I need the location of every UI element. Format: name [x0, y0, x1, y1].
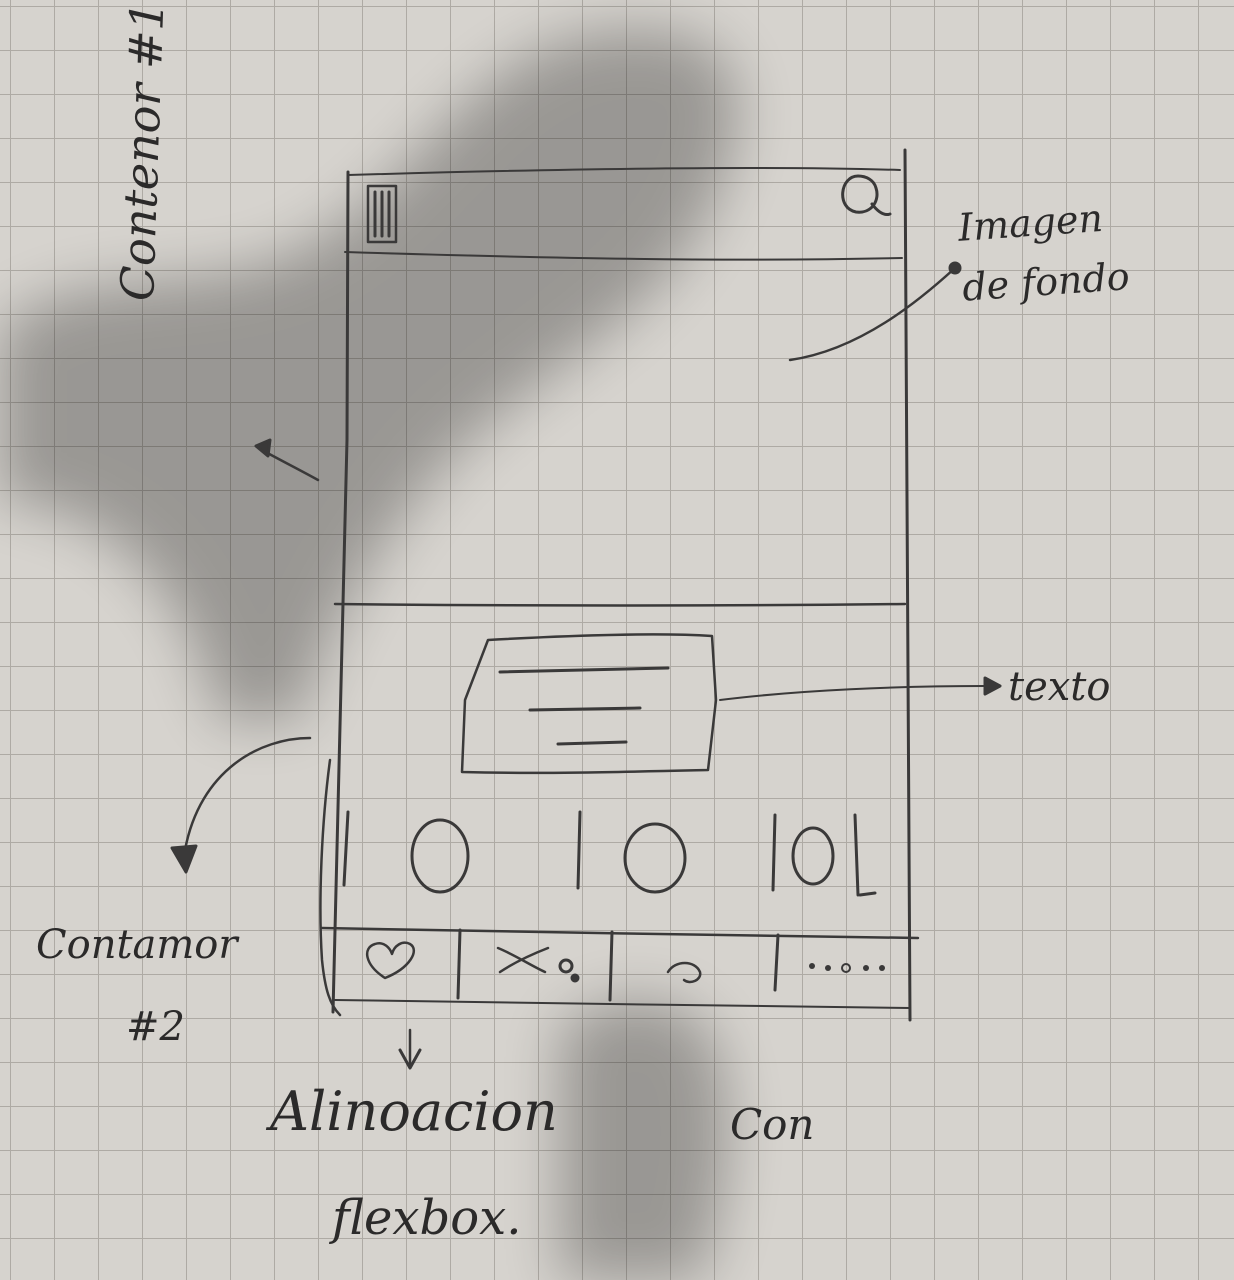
- background-image-bottom: [333, 602, 907, 607]
- annotation-imagen-fondo-line2: de fondo: [960, 254, 1131, 310]
- texto-arrow: [719, 685, 986, 701]
- annotation-contenedor-1-text: Contenor #1: [110, 0, 175, 302]
- circle-icon: [791, 826, 835, 886]
- annotation-con-text: Con: [730, 1100, 815, 1149]
- search-icon: [841, 174, 892, 216]
- annotation-contenedor-2-line1: Contamor: [36, 922, 238, 968]
- annotation-imagen-fondo: Imagen de fondo: [956, 186, 1131, 317]
- refresh-icon: [666, 961, 702, 984]
- contenedor-2-arrow: [183, 736, 312, 852]
- contenedor-1-arrow: [260, 448, 320, 482]
- annotation-alineacion: Alinoacion: [270, 1080, 558, 1143]
- annotation-contenedor-1: Contenor #1: [110, 0, 174, 302]
- header-bar: [344, 251, 903, 261]
- text-box: [460, 633, 718, 775]
- more-dots-icon: [809, 963, 885, 973]
- annotation-texto: texto: [1008, 664, 1110, 710]
- annotation-con: Con: [730, 1100, 814, 1149]
- annotation-alineacion-text: Alinoacion: [270, 1080, 558, 1143]
- circle-icon: [410, 818, 470, 894]
- hamburger-menu-icon: [366, 184, 398, 244]
- annotation-texto-text: texto: [1008, 664, 1111, 710]
- share-icon: [496, 946, 550, 974]
- phone-frame: [331, 170, 350, 1014]
- container-2-frame: [319, 758, 342, 1017]
- annotation-contenedor-2: Contamor #2: [36, 904, 238, 1068]
- heart-icon: [365, 941, 416, 980]
- annotation-flexbox: flexbox.: [332, 1190, 521, 1246]
- annotation-contenedor-2-line2: #2: [126, 1004, 185, 1050]
- annotation-flexbox-text: flexbox.: [332, 1190, 522, 1246]
- imagen-fondo-arrow: [788, 266, 957, 362]
- circle-icon: [623, 822, 687, 894]
- bottom-bar: [320, 926, 920, 940]
